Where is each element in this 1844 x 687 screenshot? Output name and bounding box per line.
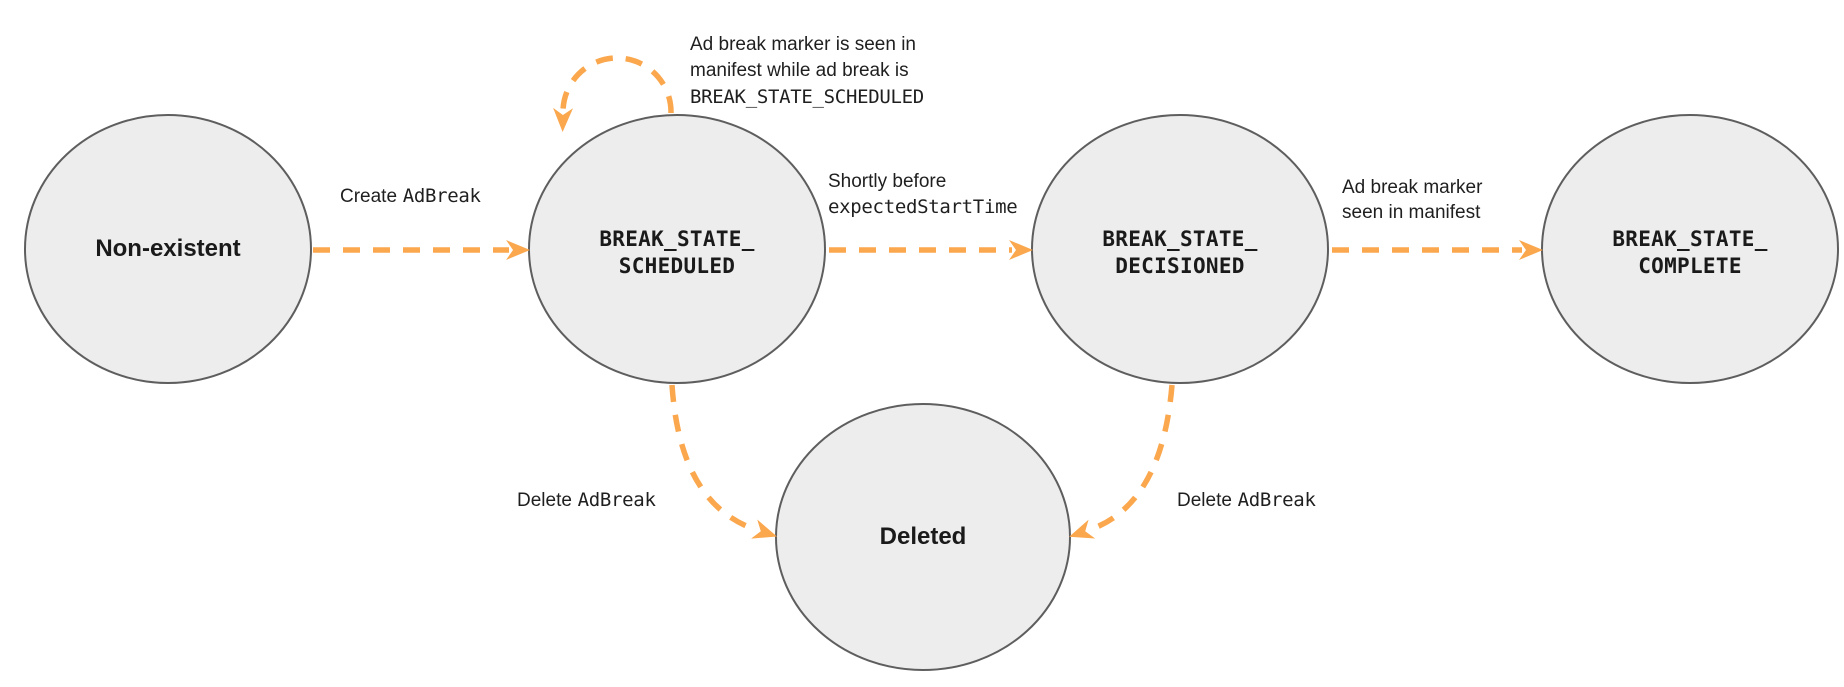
transition-arrow-delete-from-scheduled xyxy=(669,384,777,539)
state-label-non-existent: Non-existent xyxy=(95,235,241,262)
state-label-break-state-decisioned: BREAK_STATE_ DECISIONED xyxy=(1102,227,1258,278)
transition-label-delete-scheduled-text: Delete xyxy=(517,490,572,511)
transition-label-delete-decisioned-code: AdBreak xyxy=(1237,489,1316,511)
transition-label-create-text: Create xyxy=(340,186,398,207)
transition-label-delete-scheduled-code: AdBreak xyxy=(577,489,656,511)
transition-label-create-code: AdBreak xyxy=(402,185,481,207)
transition-arrow-self-loop-scheduled xyxy=(553,55,674,132)
transition-label-delete-decisioned-text: Delete xyxy=(1177,490,1232,511)
transition-label-marker-seen: Ad break marker seen in manifest xyxy=(1342,175,1482,225)
transition-arrow-delete-from-decisioned xyxy=(1069,384,1175,539)
transition-label-self-loop: Ad break marker is seen in manifest whil… xyxy=(690,32,924,110)
state-node-non-existent xyxy=(24,114,312,384)
transition-label-self-loop-line2: manifest while ad break is xyxy=(690,60,909,81)
transition-label-marker-seen-line1: Ad break marker xyxy=(1342,177,1483,198)
state-label-break-state-complete: BREAK_STATE_ COMPLETE xyxy=(1612,227,1768,278)
transition-label-marker-seen-line2: seen in manifest xyxy=(1342,202,1481,223)
transition-label-shortly-before-code: expectedStartTime xyxy=(828,195,1018,218)
transition-label-shortly-before-text: Shortly before xyxy=(828,171,947,192)
transition-label-self-loop-line1: Ad break marker is seen in xyxy=(690,34,916,55)
transition-label-shortly-before: Shortly before expectedStartTime xyxy=(828,170,1018,219)
state-label-break-state-scheduled: BREAK_STATE_ SCHEDULED xyxy=(599,227,755,278)
transition-label-self-loop-code: BREAK_STATE_SCHEDULED xyxy=(690,86,924,108)
state-label-deleted: Deleted xyxy=(879,523,967,550)
